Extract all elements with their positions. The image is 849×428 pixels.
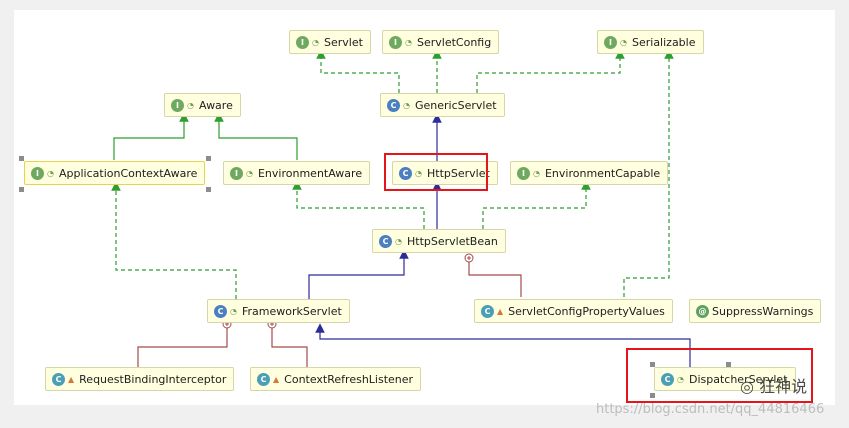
private-lock-icon: ▲: [273, 374, 280, 384]
public-visibility-icon: ◔: [405, 37, 412, 47]
class-icon: C: [661, 372, 674, 386]
public-visibility-icon: ◔: [403, 100, 410, 110]
public-visibility-icon: ◔: [230, 306, 237, 316]
node-httpservlet[interactable]: C◔ HttpServlet: [392, 161, 498, 185]
selection-handle[interactable]: [206, 156, 211, 161]
node-applicationcontextaware[interactable]: I◔ ApplicationContextAware: [24, 161, 206, 185]
node-label: Serializable: [631, 35, 696, 49]
selection-handle[interactable]: [650, 362, 655, 367]
node-httpservletbean[interactable]: C◔ HttpServletBean: [372, 229, 506, 253]
node-label: ContextRefreshListener: [284, 372, 414, 386]
public-visibility-icon: ◔: [47, 168, 54, 178]
wechat-icon: ◎: [740, 377, 754, 396]
node-label: ServletConfigPropertyValues: [508, 304, 665, 318]
abstract-class-icon: C: [399, 166, 412, 180]
selection-handle[interactable]: [726, 362, 731, 367]
selection-handle[interactable]: [206, 187, 211, 192]
public-visibility-icon: ◔: [677, 374, 684, 384]
node-label: ApplicationContextAware: [58, 166, 198, 180]
interface-icon: I: [171, 98, 184, 112]
node-aware[interactable]: I◔ Aware: [164, 93, 241, 117]
node-label: EnvironmentAware: [257, 166, 363, 180]
edge-requestbindinginterceptor-frameworkservlet: [137, 327, 228, 367]
interface-icon: I: [604, 35, 617, 49]
diagram-canvas: I◔ Servlet I◔ ServletConfig I◔ Serializa…: [14, 10, 835, 405]
node-label: SuppressWarnings: [712, 304, 814, 318]
node-label: Aware: [198, 98, 233, 112]
interface-icon: I: [517, 166, 530, 180]
node-genericservlet[interactable]: C◔ GenericServlet: [380, 93, 505, 117]
edge-genericservlet-servlet: [316, 49, 400, 93]
edges-layer: [111, 49, 691, 367]
node-environmentaware[interactable]: I◔ EnvironmentAware: [223, 161, 371, 185]
node-servletconfig[interactable]: I◔ ServletConfig: [382, 30, 500, 54]
node-serializable[interactable]: I◔ Serializable: [597, 30, 704, 54]
public-visibility-icon: ◔: [187, 100, 194, 110]
selection-handle[interactable]: [19, 156, 24, 161]
watermark-url: https://blog.csdn.net/qq_44816466: [596, 402, 825, 417]
private-lock-icon: ▲: [497, 306, 504, 316]
node-frameworkservlet[interactable]: C◔ FrameworkServlet: [207, 299, 350, 323]
interface-icon: I: [31, 166, 44, 180]
highlight-box-httpservlet: [384, 153, 488, 191]
node-label: Servlet: [323, 35, 363, 49]
selection-handle[interactable]: [19, 187, 24, 192]
node-dispatcherservlet[interactable]: C◔ DispatcherServlet: [654, 367, 796, 391]
class-icon: C: [257, 372, 270, 386]
edge-httpservletbean-environmentcapable: [482, 180, 591, 229]
edge-contextrefreshlistener-frameworkservlet: [271, 327, 308, 367]
node-label: GenericServlet: [414, 98, 497, 112]
edge-dispatcherservlet-frameworkservlet: [315, 323, 691, 367]
node-label: DispatcherServlet: [688, 372, 788, 386]
edge-genericservlet-serializable: [476, 49, 625, 93]
highlight-box-dispatcherservlet: [626, 348, 813, 403]
class-icon: C: [481, 304, 494, 318]
interface-icon: I: [389, 35, 402, 49]
watermark-brand-text: 狂神说: [759, 377, 808, 396]
node-label: RequestBindingInterceptor: [79, 372, 227, 386]
public-visibility-icon: ◔: [312, 37, 319, 47]
node-label: EnvironmentCapable: [544, 166, 661, 180]
edge-applicationcontextaware-aware: [113, 112, 189, 160]
public-visibility-icon: ◔: [415, 168, 422, 178]
edge-servletconfigpropertyvalues-httpservletbean: [468, 261, 522, 297]
annotation-icon: @: [696, 304, 709, 318]
edge-servletconfigpropertyvalues-serializable: [623, 49, 674, 297]
node-label: HttpServlet: [426, 166, 490, 180]
class-icon: C: [52, 372, 65, 386]
public-visibility-icon: ◔: [533, 168, 540, 178]
node-servletconfigpropertyvalues[interactable]: C▲ ServletConfigPropertyValues: [474, 299, 673, 323]
edge-frameworkservlet-httpservletbean: [308, 249, 409, 299]
node-contextrefreshlistener[interactable]: C▲ ContextRefreshListener: [250, 367, 422, 391]
public-visibility-icon: ◔: [620, 37, 627, 47]
selection-handle[interactable]: [650, 393, 655, 398]
interface-icon: I: [230, 166, 243, 180]
interface-icon: I: [296, 35, 309, 49]
edge-environmentaware-aware: [214, 112, 298, 160]
abstract-class-icon: C: [379, 234, 392, 248]
abstract-class-icon: C: [214, 304, 227, 318]
edge-httpservletbean-environmentaware: [292, 180, 425, 229]
abstract-class-icon: C: [387, 98, 400, 112]
private-lock-icon: ▲: [68, 374, 75, 384]
watermark-brand: ◎ 狂神说: [740, 373, 807, 397]
public-visibility-icon: ◔: [246, 168, 253, 178]
node-label: HttpServletBean: [406, 234, 498, 248]
node-servlet[interactable]: I◔ Servlet: [289, 30, 371, 54]
node-requestbindinginterceptor[interactable]: C▲ RequestBindingInterceptor: [45, 367, 235, 391]
public-visibility-icon: ◔: [395, 236, 402, 246]
node-label: FrameworkServlet: [241, 304, 342, 318]
edge-frameworkservlet-applicationcontextaware: [111, 181, 237, 299]
node-suppresswarnings[interactable]: @ SuppressWarnings: [689, 299, 822, 323]
node-label: ServletConfig: [416, 35, 492, 49]
node-environmentcapable[interactable]: I◔ EnvironmentCapable: [510, 161, 669, 185]
